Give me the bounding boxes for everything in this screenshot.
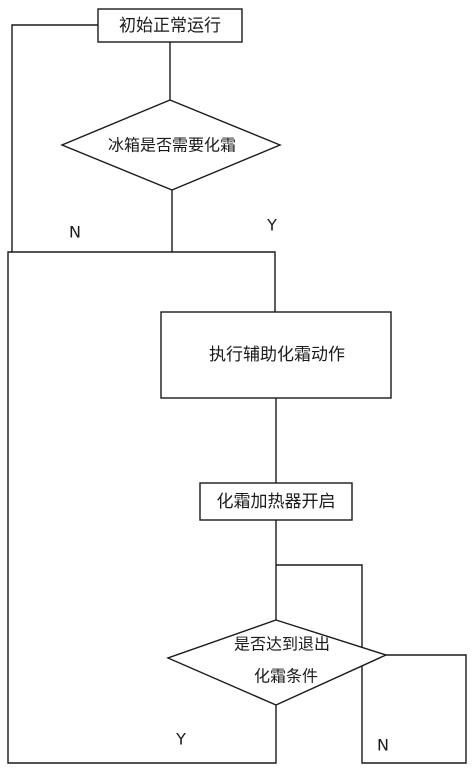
check-exit-label-line1: 是否达到退出: [234, 635, 330, 654]
edge-label-defrost-no: N: [69, 223, 81, 242]
connector-yes-to-assist-defrost: [172, 251, 276, 312]
start-box: [97, 8, 243, 43]
assist-defrost-box: [160, 311, 392, 399]
connector-exit-yes: [7, 251, 277, 764]
edge-label-exit-yes: Y: [175, 730, 186, 749]
check-exit-diamond: [166, 619, 388, 706]
check-exit-label-line2: 化霜条件: [254, 667, 318, 686]
connector-no-loop-to-start: [11, 24, 172, 253]
heater-on-label: 化霜加热器开启: [217, 492, 336, 512]
assist-defrost-label: 执行辅助化霜动作: [209, 345, 345, 365]
start-label: 初始正常运行: [119, 16, 221, 36]
check-defrost-label: 冰箱是否需要化霜: [108, 136, 236, 155]
edge-label-defrost-yes: Y: [266, 216, 277, 235]
connector-exit-no-loop: [276, 564, 467, 764]
heater-on-box: [199, 482, 353, 521]
edge-label-exit-no: N: [377, 736, 389, 755]
check-defrost-diamond: [60, 99, 282, 191]
